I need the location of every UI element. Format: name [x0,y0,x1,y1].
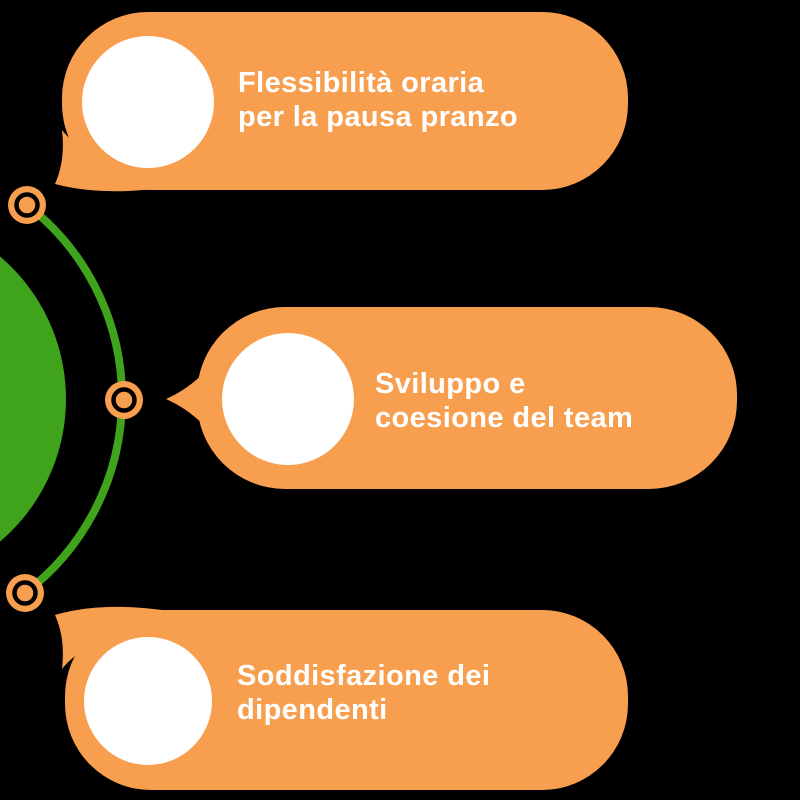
bubble-2-label-line-1: Sviluppo e [375,368,526,400]
bubble-2-label: Sviluppo e coesione del team [375,368,633,434]
bubble-1-label-line-1: Flessibilità oraria [238,67,485,99]
bubble-3-icon-placeholder-circle [84,637,212,765]
bubble-sviluppo: Sviluppo e coesione del team [166,307,737,489]
bubble-1-icon-placeholder-circle [82,36,214,168]
bubble-1-body [62,12,628,190]
bubble-3-tail [55,606,175,669]
marker-3 [6,574,44,612]
bubble-3-label-line-2: dipendenti [237,694,388,726]
marker-3-ring-gap [12,580,38,606]
bubble-3-label: Soddisfazione dei dipendenti [237,660,499,726]
green-circle [0,256,66,542]
marker-2-outer-dot [105,381,143,419]
bubble-flessibilita: Flessibilità oraria per la pausa pranzo [55,12,628,192]
marker-2-ring-gap [111,387,137,413]
bubble-2-label-line-2: coesione del team [375,402,633,434]
bubble-1-tail [55,130,175,192]
marker-3-outer-dot [6,574,44,612]
marker-1 [8,186,46,224]
bubble-2-icon-placeholder-circle [222,333,354,465]
bubble-3-body [65,610,628,790]
bubble-soddisfazione: Soddisfazione dei dipendenti [55,606,628,790]
marker-1-ring-gap [14,192,40,218]
bubble-1-label: Flessibilità oraria per la pausa pranzo [238,67,518,133]
marker-2 [105,381,143,419]
bubble-3-label-line-1: Soddisfazione dei [237,660,490,692]
marker-1-outer-dot [8,186,46,224]
bubble-1-label-line-2: per la pausa pranzo [238,101,518,133]
